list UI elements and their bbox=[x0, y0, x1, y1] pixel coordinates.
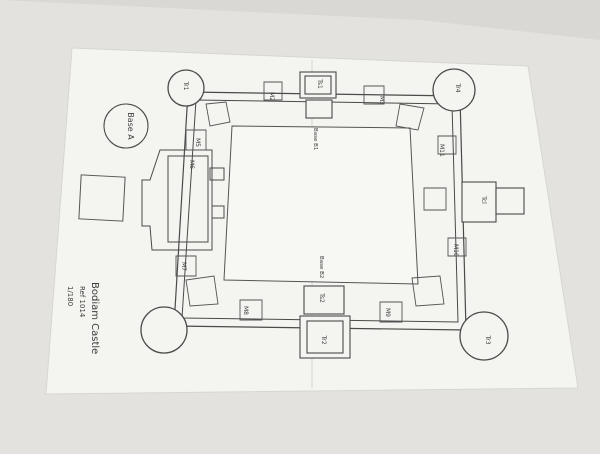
gate-label-ts1: Ts1 bbox=[316, 78, 323, 89]
outline-box bbox=[78, 174, 126, 222]
base-b1-label: Base B1 bbox=[312, 128, 318, 150]
marker-pieces bbox=[175, 81, 467, 323]
sheet-title: Bodiam Castle bbox=[89, 282, 100, 354]
wall-marker-m8: M8 bbox=[242, 306, 249, 315]
wall-marker-m2: M2 bbox=[268, 92, 275, 101]
east-postern bbox=[461, 181, 525, 223]
piece bbox=[185, 129, 207, 151]
piece bbox=[411, 275, 445, 307]
wall-marker-m3: M3 bbox=[378, 96, 385, 105]
base-a-circle bbox=[103, 103, 149, 149]
tower-nw bbox=[167, 69, 205, 107]
tower-label-tr2: Tr2 bbox=[320, 334, 327, 344]
courtyard bbox=[223, 125, 419, 285]
piece bbox=[447, 237, 467, 257]
wall-marker-m7: M7 bbox=[180, 262, 187, 271]
background-shade bbox=[0, 0, 600, 40]
wall-marker-m5: M5 bbox=[194, 138, 201, 147]
wall-marker-m9: M9 bbox=[384, 308, 391, 317]
title-block: Bodiam Castle Ref 1014 1/180 bbox=[66, 282, 100, 354]
north-gate bbox=[299, 71, 337, 119]
wall-marker-m11: M11 bbox=[438, 144, 445, 157]
piece bbox=[363, 85, 385, 105]
corner-towers bbox=[140, 68, 509, 361]
tower-sw bbox=[140, 306, 188, 354]
tower-se bbox=[459, 311, 509, 361]
piece bbox=[263, 81, 283, 101]
south-gatehouse bbox=[299, 285, 351, 359]
piece bbox=[379, 301, 403, 323]
piece bbox=[185, 275, 219, 307]
sheet-scale: 1/180 bbox=[66, 286, 74, 306]
sheet-ref: Ref 1014 bbox=[78, 286, 86, 318]
west-range bbox=[141, 149, 225, 251]
tower-label-tr4: Tr4 bbox=[454, 82, 461, 92]
tower-label-tr3: Tr3 bbox=[484, 334, 491, 344]
piece bbox=[395, 103, 425, 131]
piece bbox=[175, 255, 197, 277]
piece bbox=[423, 187, 447, 211]
base-a-label: Base A bbox=[126, 112, 135, 140]
tower-ne bbox=[432, 68, 476, 112]
piece bbox=[239, 299, 263, 321]
tower-label-tr1: Tr1 bbox=[182, 80, 189, 90]
piece bbox=[205, 101, 231, 127]
wall-marker-m6: M6 bbox=[188, 160, 195, 169]
gate-label-ts2: Ts2 bbox=[318, 292, 325, 303]
base-b2-label: Base B2 bbox=[318, 256, 324, 278]
wall-marker-m10: M10 bbox=[452, 244, 459, 257]
piece bbox=[437, 135, 457, 155]
gate-label-tcl: Tcl bbox=[480, 195, 487, 204]
